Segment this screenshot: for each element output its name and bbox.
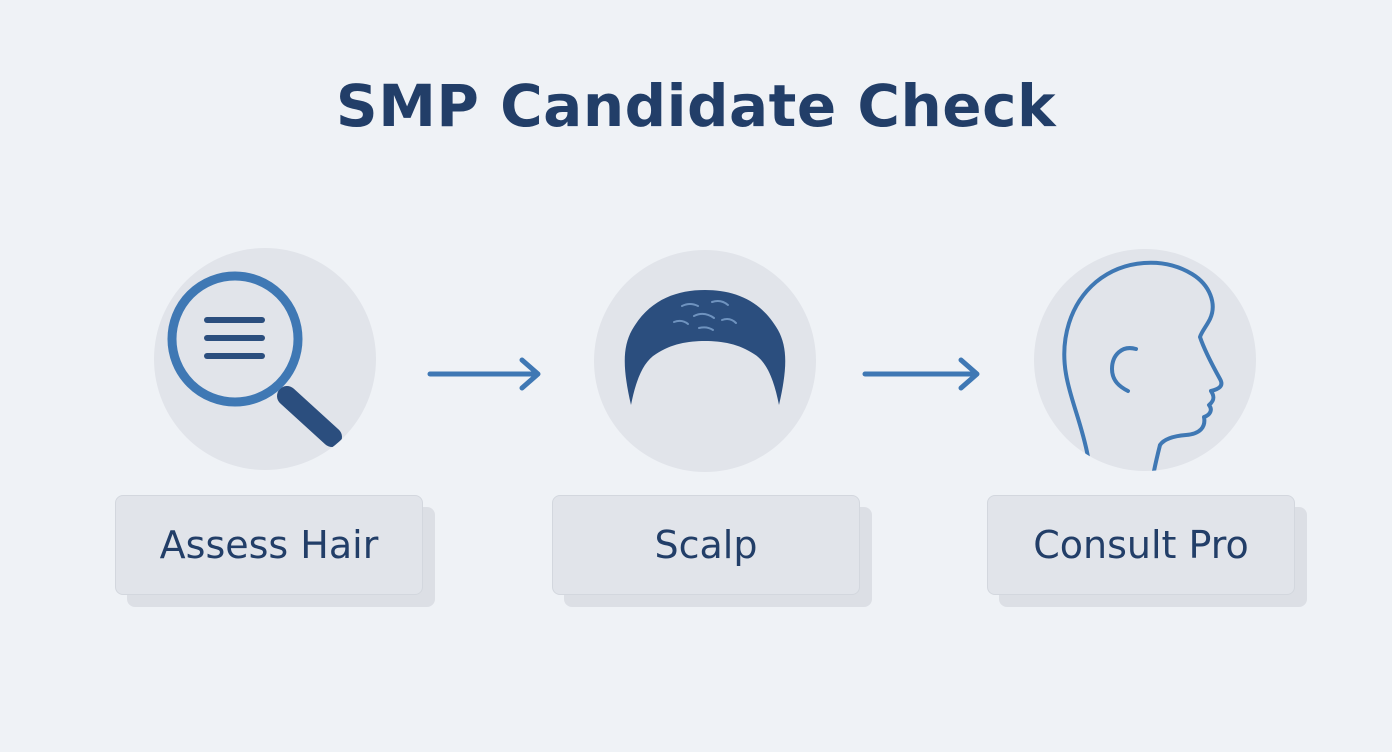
arrow-right-icon [862, 357, 980, 391]
step-2-label-card: Scalp [552, 495, 872, 607]
arrow-right-icon [427, 357, 541, 391]
step-2-label: Scalp [552, 495, 860, 595]
step-2-circle [594, 250, 816, 472]
diagram-title: SMP Candidate Check [335, 72, 1057, 140]
step-3-circle [1034, 249, 1256, 471]
step-1-label: Assess Hair [115, 495, 423, 595]
step-3-label: Consult Pro [987, 495, 1295, 595]
step-1-label-card: Assess Hair [115, 495, 435, 607]
magnifying-glass-icon [167, 271, 342, 447]
hair-icon [624, 290, 786, 405]
step-1-circle [154, 248, 376, 470]
step-3-label-card: Consult Pro [987, 495, 1307, 607]
head-profile-icon [1062, 260, 1224, 471]
